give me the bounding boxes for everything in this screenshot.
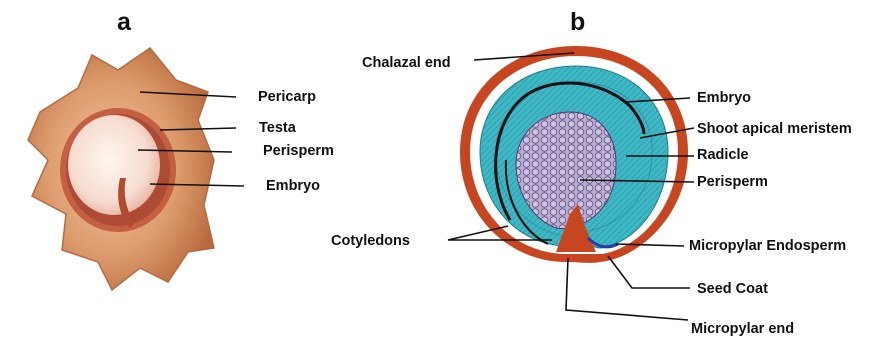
label-micropylar-end: Micropylar end [691,321,794,337]
perisperm-region [68,115,160,215]
micropylar-end-leader [566,258,688,320]
label-seed-coat: Seed Coat [697,281,768,297]
label-perisperm-a: Perisperm [263,143,334,159]
label-embryo-a: Embryo [266,178,320,194]
seed-schematic [460,46,688,263]
seed-coat-leader [608,256,690,288]
label-chalazal-end: Chalazal end [362,55,451,71]
panel-b-letter: b [570,8,585,37]
label-cotyledons: Cotyledons [331,233,410,249]
label-micropylar-endosperm: Micropylar Endosperm [689,238,846,254]
label-testa: Testa [259,120,296,136]
label-shoot-apical-meristem: Shoot apical meristem [697,121,852,137]
label-radicle: Radicle [697,147,749,163]
label-pericarp: Pericarp [258,89,316,105]
label-embryo-b: Embryo [697,90,751,106]
panel-a-letter: a [117,8,131,37]
seed-photo [28,48,214,290]
label-perisperm-b: Perisperm [697,174,768,190]
